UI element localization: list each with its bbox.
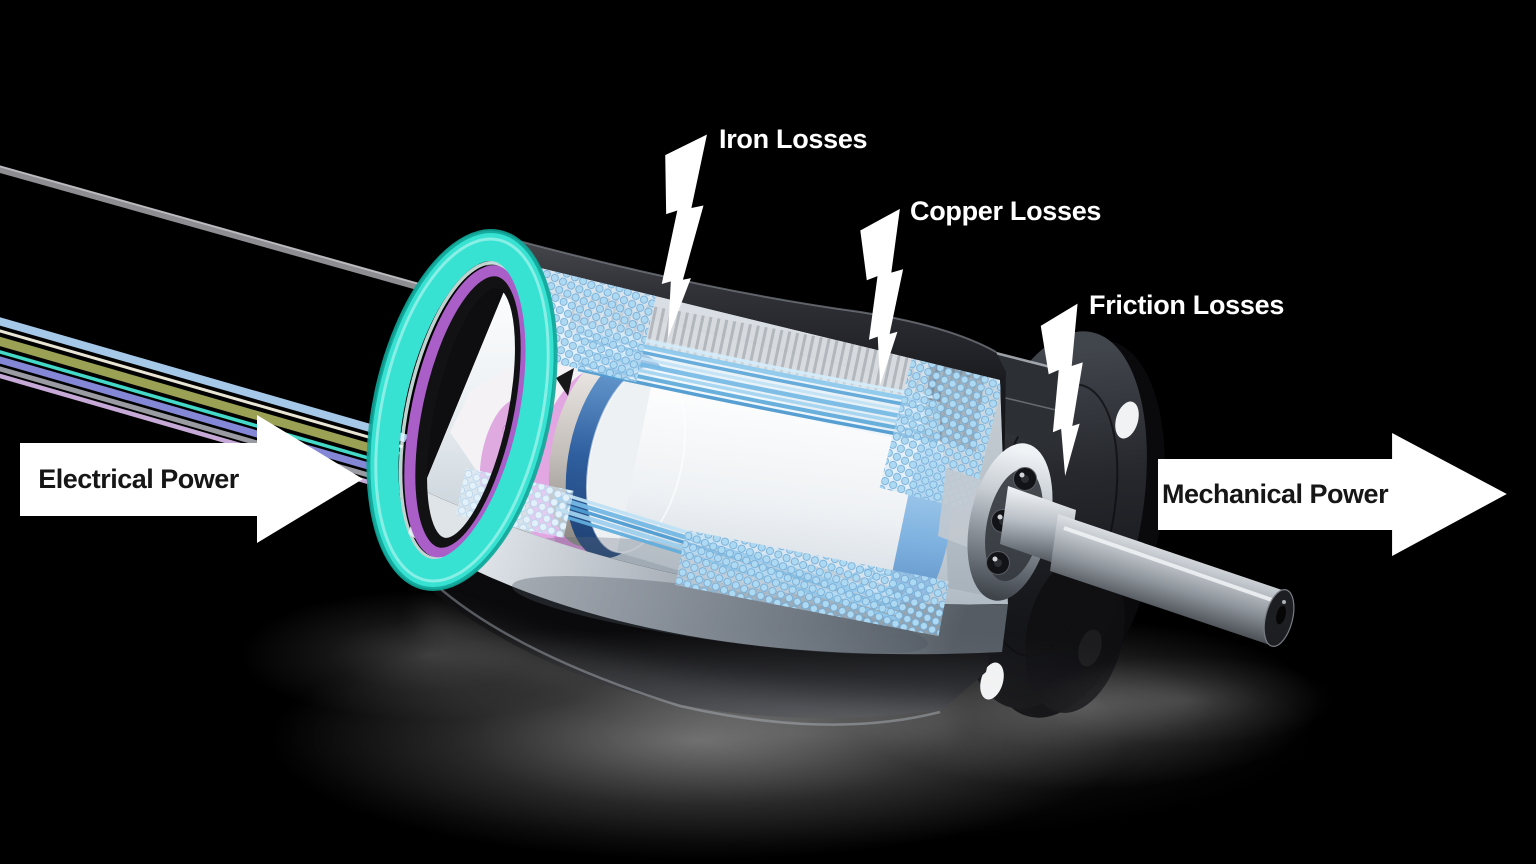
mechanical-power-label: Mechanical Power xyxy=(1161,479,1389,509)
end-turn-beads-bottom xyxy=(675,530,950,637)
end-turn-beads-right xyxy=(879,350,1006,511)
copper-losses-label: Copper Losses xyxy=(910,196,1102,226)
teal-end-cap-ring xyxy=(368,230,556,590)
collar-screws xyxy=(986,467,1037,575)
friction-losses-label: Friction Losses xyxy=(1089,290,1285,320)
iron-losses-label: Iron Losses xyxy=(719,124,868,154)
output-shaft xyxy=(1050,514,1282,647)
front-ring xyxy=(366,229,558,591)
electrical-power-label: Electrical Power xyxy=(38,463,239,494)
sensor-rod xyxy=(0,165,431,294)
wire-bundle xyxy=(0,317,438,504)
shaft-assembly xyxy=(938,443,1295,713)
stator-laminations xyxy=(568,292,945,402)
